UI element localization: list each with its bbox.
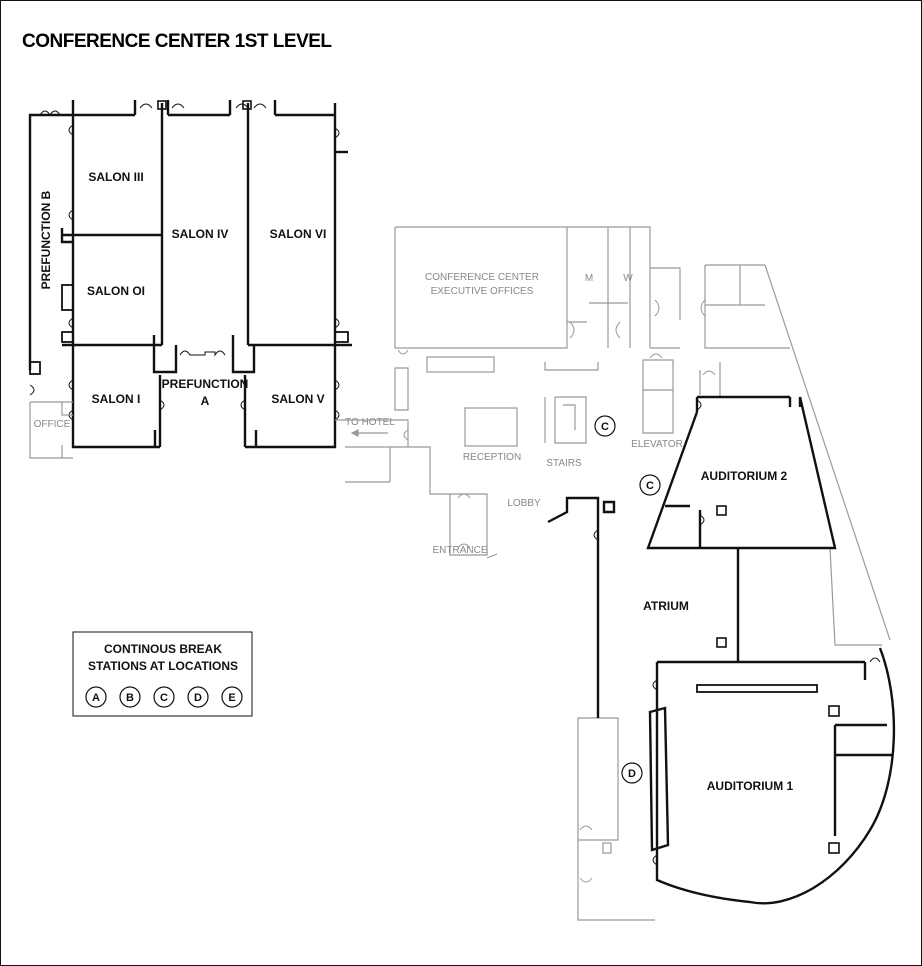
svg-text:D: D [628,768,636,780]
label-mens-restroom: M [585,273,593,284]
legend-station-e: E [221,686,243,708]
label-salon-v: SALON V [271,392,324,406]
label-stairs: STAIRS [546,458,582,469]
svg-text:C: C [646,480,654,492]
legend-station-d: D [187,686,209,708]
salon-block-walls [28,100,352,449]
label-salon-iii: SALON III [88,170,143,184]
svg-text:E: E [228,692,235,704]
label-auditorium-1: AUDITORIUM 1 [707,779,794,793]
label-reception: RECEPTION [463,452,521,463]
label-salon-oi: SALON OI [87,284,145,298]
label-prefunction-a: PREFUNCTION [162,377,249,391]
svg-text:C: C [601,421,609,433]
label-to-hotel: TO HOTEL [345,417,395,428]
legend-station-c: C [153,686,175,708]
break-station-c-stairs: C [594,415,616,437]
label-elevator: ELEVATOR [631,439,683,450]
svg-text:C: C [160,692,168,704]
label-lobby: LOBBY [507,498,541,509]
label-auditorium-2: AUDITORIUM 2 [701,469,788,483]
svg-text:B: B [126,692,134,704]
label-salon-iv: SALON IV [172,227,229,241]
legend-box: CONTINOUS BREAK STATIONS AT LOCATIONS A … [72,631,253,717]
label-office: OFFICE [34,419,71,430]
auditorium-walls [547,395,896,905]
label-salon-vi: SALON VI [270,227,327,241]
break-station-c-auditorium-2: C [639,474,661,496]
label-entrance: ENTRANCE [432,545,487,556]
building-walls [29,226,891,921]
arrow-left-icon [350,429,388,437]
legend-line-1: CONTINOUS BREAK [104,642,222,656]
legend-station-b: B [119,686,141,708]
legend-station-a: A [85,686,107,708]
label-prefunction-b: PREFUNCTION B [39,190,53,289]
label-exec-offices-1: CONFERENCE CENTER [425,272,539,283]
page-title: CONFERENCE CENTER 1ST LEVEL [22,31,332,52]
label-prefunction-a-letter: A [201,394,210,408]
label-womens-restroom: W [623,273,633,284]
room-labels: SALON III SALON IV SALON VI SALON OI SAL… [34,170,794,793]
label-atrium: ATRIUM [643,599,689,613]
svg-text:A: A [92,692,100,704]
break-station-d-corridor: D [621,762,643,784]
label-exec-offices-2: EXECUTIVE OFFICES [431,286,534,297]
svg-text:D: D [194,692,202,704]
legend-line-2: STATIONS AT LOCATIONS [88,659,238,673]
label-salon-i: SALON I [92,392,141,406]
